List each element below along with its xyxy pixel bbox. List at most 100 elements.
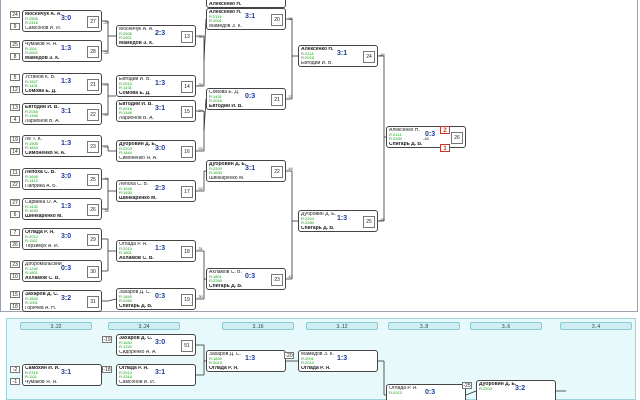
player-bottom-name: Мамедов З. К. — [119, 41, 154, 46]
match-score: 3:1 — [245, 165, 256, 172]
player-bottom-rating: R:1412 — [25, 178, 38, 183]
player-bottom-rating: R:2001 — [119, 35, 132, 40]
seed-number: -18 — [102, 366, 112, 373]
player-top-rating: R:1840 — [209, 356, 222, 361]
round-tab[interactable]: 3..22 — [20, 322, 92, 330]
seed-number: 12 — [10, 86, 20, 93]
player-top-name: Чумаков Я. Я. — [25, 42, 58, 47]
player-bottom-name: Паприка А. Б. — [25, 184, 57, 189]
round-tab[interactable]: 3..12 — [306, 322, 378, 330]
player-top-name: Захаров Д. С. — [209, 352, 241, 357]
player-bottom-rating: R:2260 — [389, 136, 402, 141]
player-bottom-name: Симоненко Я. А. — [25, 151, 66, 156]
match-number: 26 — [87, 204, 99, 216]
round-tab[interactable]: 3..8 — [388, 322, 460, 330]
seed-number: 18 — [10, 303, 20, 310]
player-bottom-rating: R:2016 — [301, 55, 314, 60]
player-bottom-rating: R:1431 — [119, 85, 132, 90]
match-number: 21 — [271, 94, 283, 106]
seed-number: 11 — [10, 169, 20, 176]
match-score: 3:1 — [155, 105, 166, 112]
player-top-rating: R:2013 — [25, 234, 38, 239]
match-number: 28 — [87, 46, 99, 58]
link-label: -45 — [379, 217, 385, 222]
link-label: -46 — [379, 52, 385, 57]
round-tab[interactable]: 3..6 — [470, 322, 542, 330]
round-tab[interactable]: 3..16 — [222, 322, 294, 330]
seed-number: 22 — [10, 181, 20, 188]
player-bottom-rating: R:2001 — [209, 18, 222, 23]
match-score: 3:1 — [61, 108, 72, 115]
seed-number: 15 — [10, 291, 20, 298]
player-bottom-rating: R:1346 — [25, 113, 38, 118]
player-top-rating: R:2204 — [301, 216, 314, 221]
round-tab[interactable]: 3..24 — [108, 322, 180, 330]
match-number: 29 — [87, 234, 99, 246]
player-top-rating: R:1240 — [25, 266, 38, 271]
player-top-rating: R:2114 — [209, 14, 222, 19]
seed-number: 13 — [10, 104, 20, 111]
player-top-rating: R:1431 — [209, 94, 222, 99]
player-bottom-rating: R:1630 — [25, 208, 38, 213]
link-label: -37 — [287, 94, 293, 99]
player-top-rating: R:2016 — [119, 106, 132, 111]
player-bottom-name: Ларионов В. А. — [119, 116, 154, 121]
player-top-rating: R:1840 — [119, 340, 132, 345]
match-score: 1:3 — [61, 203, 72, 210]
player-top-rating: R:2001 — [301, 356, 314, 361]
seed-number: 9 — [10, 23, 20, 30]
player-top-name: Добромальский — [25, 262, 62, 267]
match-number: 22 — [271, 166, 283, 178]
match-number: 22 — [87, 109, 99, 121]
link-label: -30 — [197, 294, 203, 299]
match-card[interactable]: R:2114Алексенко Н. — [206, 0, 286, 8]
player-top-name: Дубровин Д. Е. — [479, 382, 517, 387]
match-number: 17 — [181, 186, 193, 198]
seed-number: 5 — [10, 74, 20, 81]
round-tab[interactable]: 3..4 — [560, 322, 632, 330]
player-bottom-rating: R:2260 — [119, 298, 132, 303]
match-number: 27 — [87, 16, 99, 28]
player-top-rating: R:2505 — [119, 31, 132, 36]
player-top-name: Алексенко Н. — [389, 128, 420, 133]
player-top-name: Дубровин Д. Е. — [301, 212, 336, 217]
player-bottom-name: Мамедов З. К. — [209, 24, 242, 29]
player-top-name: Сарвина О. А. — [25, 200, 59, 205]
seed-number: 7 — [10, 229, 20, 236]
player-top-rating: R:1840 — [119, 294, 132, 299]
link-label: -40 — [103, 176, 109, 181]
player-bottom-rating: R:1630 — [209, 170, 222, 175]
seed-number: -19 — [102, 336, 112, 343]
player-top-name: Евтодий И. В. — [119, 102, 153, 107]
